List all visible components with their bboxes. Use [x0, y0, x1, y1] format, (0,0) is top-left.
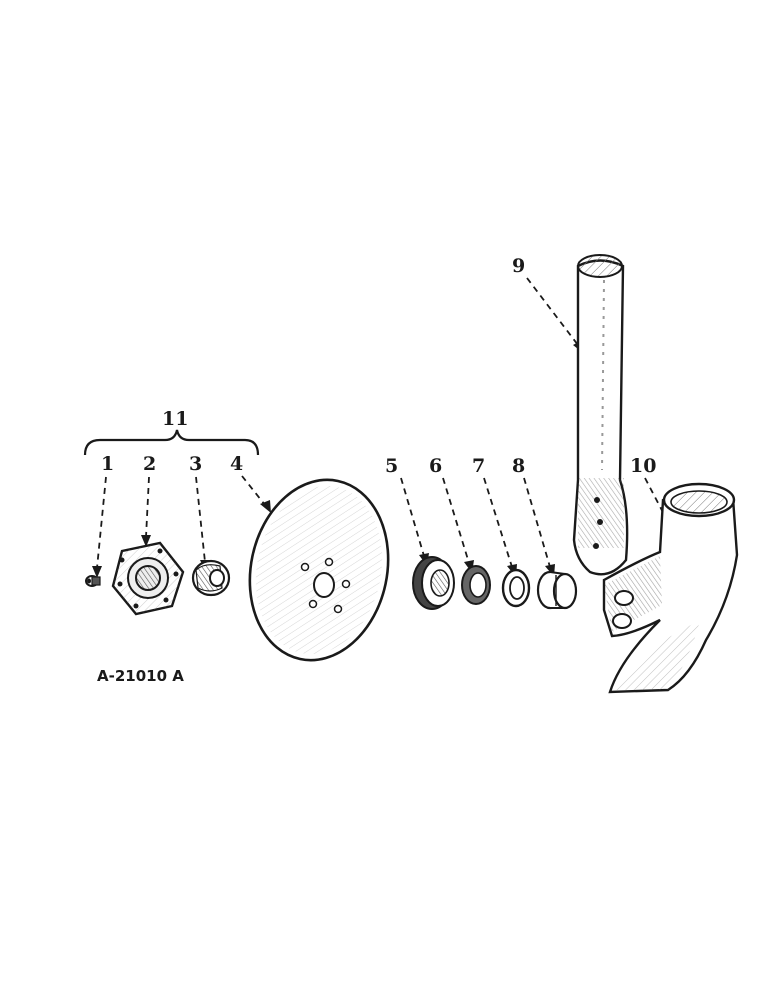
part-1-fitting [85, 575, 101, 587]
leader-2 [145, 476, 150, 538]
label-part-1: 1 [101, 453, 115, 475]
part-10-boot [602, 482, 739, 694]
figure-code: A-21010 A [97, 667, 184, 685]
part-3-bearing [191, 559, 231, 597]
part-4-disc-blade [248, 478, 390, 662]
part-5-bearing-housing [412, 556, 455, 610]
label-group-11: 11 [162, 408, 189, 430]
label-part-10: 10 [630, 455, 657, 477]
leader-5 [400, 477, 425, 557]
leader-6 [442, 477, 470, 564]
group-bracket [83, 429, 260, 456]
label-part-8: 8 [512, 455, 526, 477]
label-part-9: 9 [512, 255, 526, 277]
arrow-2 [141, 535, 151, 547]
leader-3 [195, 476, 206, 563]
label-part-3: 3 [189, 453, 203, 475]
arrow-4 [260, 500, 271, 513]
leader-9 [526, 277, 579, 346]
part-2-hub-cap [111, 541, 185, 616]
leader-8 [523, 477, 551, 568]
part-9-shank [572, 254, 629, 576]
label-part-2: 2 [143, 453, 157, 475]
label-part-7: 7 [472, 455, 486, 477]
label-part-5: 5 [385, 455, 399, 477]
label-part-4: 4 [230, 453, 244, 475]
part-8-spacer [536, 570, 578, 610]
leader-4 [241, 475, 266, 506]
part-7-thin-washer [501, 568, 531, 608]
leader-10 [644, 477, 668, 521]
leader-1 [96, 476, 107, 569]
label-part-6: 6 [429, 455, 443, 477]
part-6-washer [461, 565, 491, 605]
leader-7 [483, 477, 513, 568]
arrow-1 [92, 566, 102, 578]
